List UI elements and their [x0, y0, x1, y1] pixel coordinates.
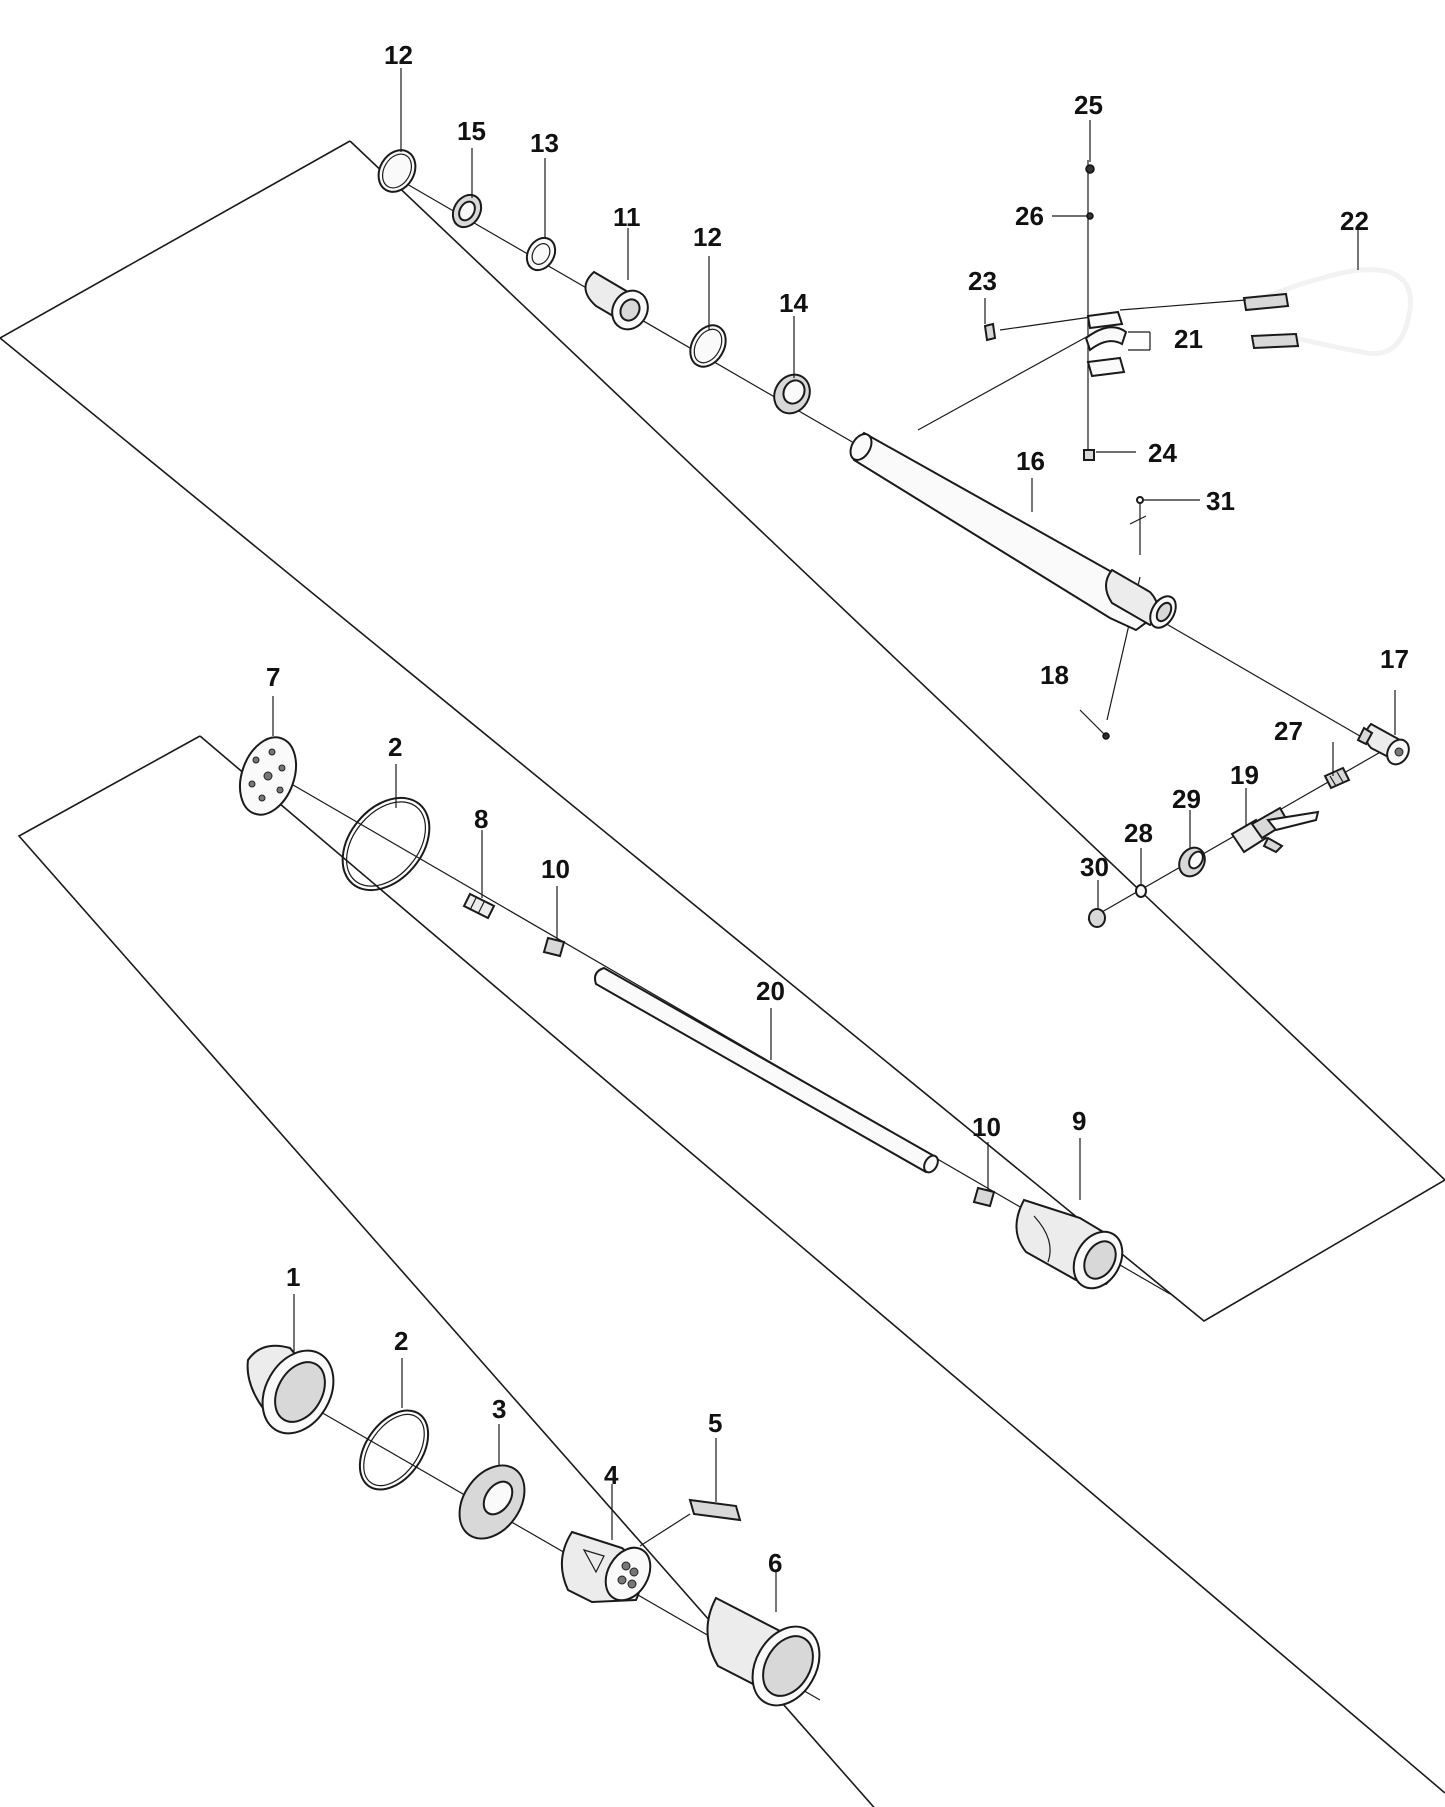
part-20-drive-shaft	[594, 966, 939, 1174]
callout-18: 18	[1040, 660, 1069, 690]
part-9-gear-housing	[1015, 1198, 1124, 1290]
part-22-throttle-cable	[1119, 267, 1413, 357]
middle-axis-line	[249, 759, 1171, 1295]
callout-12-middle: 12	[693, 222, 722, 252]
callout-1: 1	[286, 1262, 300, 1292]
part-12-retaining-ring-top	[377, 149, 417, 193]
callout-14: 14	[779, 288, 808, 318]
part-3-washer	[458, 1464, 526, 1540]
callout-22: 22	[1340, 206, 1369, 236]
part-25-nut	[1085, 164, 1095, 174]
callout-4: 4	[604, 1460, 619, 1490]
part-23-nut	[983, 322, 997, 342]
part-1-cap	[246, 1344, 335, 1435]
lower-assembly-frame	[199, 735, 1445, 1794]
callout-20: 20	[756, 976, 785, 1006]
callout-13: 13	[530, 128, 559, 158]
part-10-clip-upper	[542, 936, 566, 958]
part-8-coupling	[462, 892, 496, 920]
part-12-retaining-ring-middle	[689, 324, 727, 368]
part-29-cam	[1178, 846, 1206, 878]
part-17-end-fitting	[1356, 722, 1410, 766]
part-21-cable-clamp	[1084, 310, 1151, 378]
part-16-shaft-tube	[849, 431, 1177, 632]
callout-15: 15	[457, 116, 486, 146]
callout-21: 21	[1174, 324, 1203, 354]
leader-lines	[272, 68, 1396, 1612]
upper-assembly-frame	[0, 140, 1445, 1322]
callout-9: 9	[1072, 1106, 1086, 1136]
part-24-screw	[1083, 449, 1136, 461]
part-7-disc	[238, 736, 298, 816]
part-6-housing-sleeve	[706, 1596, 821, 1707]
part-30-nut	[1088, 908, 1106, 928]
part-11-bushing	[584, 270, 649, 331]
callout-29: 29	[1172, 784, 1201, 814]
callout-16: 16	[1016, 446, 1045, 476]
part-2-o-ring-middle	[341, 796, 431, 892]
callout-28: 28	[1124, 818, 1153, 848]
part-27-spring	[1323, 766, 1351, 790]
part-13-washer	[525, 236, 557, 272]
callout-11: 11	[613, 202, 641, 232]
callout-24: 24	[1148, 438, 1177, 468]
callout-7: 7	[266, 662, 280, 692]
part-26-washer	[1052, 212, 1094, 220]
part-31-pin	[1129, 496, 1200, 525]
callout-10-upper: 10	[541, 854, 570, 884]
part-28-o-ring	[1135, 884, 1147, 898]
part-4-gear-hub	[561, 1530, 652, 1604]
callout-31: 31	[1206, 486, 1235, 516]
callout-2-lower: 2	[394, 1326, 408, 1356]
callout-10-lower: 10	[972, 1112, 1001, 1142]
part-19-throttle-lever	[1230, 806, 1320, 854]
callout-25: 25	[1074, 90, 1103, 120]
callout-23: 23	[968, 266, 997, 296]
callout-30: 30	[1080, 852, 1109, 882]
upper-axis-line	[399, 160, 1385, 921]
callout-27: 27	[1274, 716, 1303, 746]
callout-2-middle: 2	[388, 732, 402, 762]
callout-8: 8	[474, 804, 488, 834]
callout-19: 19	[1230, 760, 1259, 790]
part-2-o-ring-lower	[358, 1409, 430, 1491]
part-10-clip-lower	[972, 1186, 996, 1208]
part-14-bearing	[773, 373, 811, 415]
callout-17: 17	[1380, 644, 1409, 674]
callout-labels: 12 15 13 11 12 14 16 25 26 22 23 21 24 3…	[266, 40, 1409, 1578]
middle-assembly-frame	[17, 735, 875, 1807]
part-15-washer	[451, 193, 483, 229]
callout-5: 5	[708, 1408, 722, 1438]
part-5-label	[639, 1498, 742, 1547]
callout-6: 6	[768, 1548, 782, 1578]
callout-3: 3	[492, 1394, 506, 1424]
part-18-screw	[1079, 709, 1110, 740]
callout-12-top: 12	[384, 40, 413, 70]
callout-26: 26	[1015, 201, 1044, 231]
